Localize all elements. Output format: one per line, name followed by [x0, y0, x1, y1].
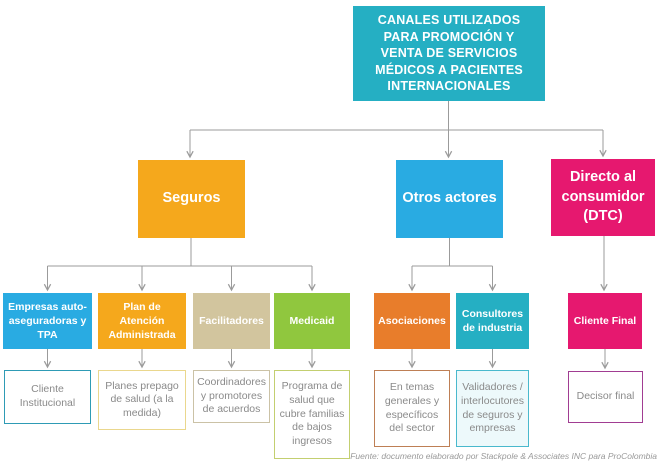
- branch-otros-actores: Otros actores: [396, 160, 503, 238]
- node-cliente-final-label: Cliente Final: [573, 314, 637, 327]
- leaf-validadores-label: Validadores / interlocutores de seguros …: [460, 381, 525, 435]
- node-cliente-final: Cliente Final: [568, 293, 642, 349]
- node-plan-atencion: Plan de Atención Administrada: [98, 293, 186, 349]
- leaf-coordinadores-label: Coordinadores y promotores de acuerdos: [197, 376, 266, 416]
- leaf-en-temas-label: En temas generales y específicos del sec…: [384, 381, 440, 435]
- node-empresas-tpa-label: Empresas auto-aseguradoras y TPA: [8, 300, 87, 342]
- leaf-cliente-institucional-label: Cliente Institucional: [19, 383, 76, 409]
- node-medicaid-label: Medicaid: [289, 314, 335, 327]
- leaf-coordinadores: Coordinadores y promotores de acuerdos: [193, 370, 270, 423]
- leaf-planes-prepago: Planes prepago de salud (a la medida): [98, 370, 186, 430]
- node-facilitadores: Facilitadores: [193, 293, 270, 349]
- leaf-decisor-final: Decisor final: [568, 371, 643, 423]
- node-asociaciones: Asociaciones: [374, 293, 450, 349]
- root-box: CANALES UTILIZADOS PARA PROMOCIÓN Y VENT…: [353, 6, 545, 101]
- node-empresas-tpa: Empresas auto-aseguradoras y TPA: [3, 293, 92, 349]
- root-label: CANALES UTILIZADOS PARA PROMOCIÓN Y VENT…: [375, 13, 523, 94]
- branch-seguros-label: Seguros: [162, 190, 221, 207]
- branch-otros-actores-label: Otros actores: [402, 190, 497, 207]
- leaf-cliente-institucional: Cliente Institucional: [4, 370, 91, 424]
- leaf-programa-salud-label: Programa de salud que cubre familias de …: [279, 380, 345, 447]
- leaf-decisor-final-label: Decisor final: [576, 390, 635, 403]
- leaf-programa-salud: Programa de salud que cubre familias de …: [274, 370, 350, 459]
- branch-dtc-label: Directo al consumidor (DTC): [561, 169, 645, 225]
- source-note: Fuente: documento elaborado por Stackpol…: [350, 451, 657, 461]
- node-facilitadores-label: Facilitadores: [199, 314, 264, 327]
- node-plan-atencion-label: Plan de Atención Administrada: [108, 300, 176, 342]
- leaf-en-temas: En temas generales y específicos del sec…: [374, 370, 450, 447]
- node-medicaid: Medicaid: [274, 293, 350, 349]
- node-consultores: Consultores de industria: [456, 293, 529, 349]
- node-asociaciones-label: Asociaciones: [378, 314, 446, 327]
- branch-seguros: Seguros: [138, 160, 245, 238]
- leaf-validadores: Validadores / interlocutores de seguros …: [456, 370, 529, 447]
- leaf-planes-prepago-label: Planes prepago de salud (a la medida): [105, 379, 179, 419]
- node-consultores-label: Consultores de industria: [461, 307, 524, 334]
- branch-dtc: Directo al consumidor (DTC): [551, 159, 655, 236]
